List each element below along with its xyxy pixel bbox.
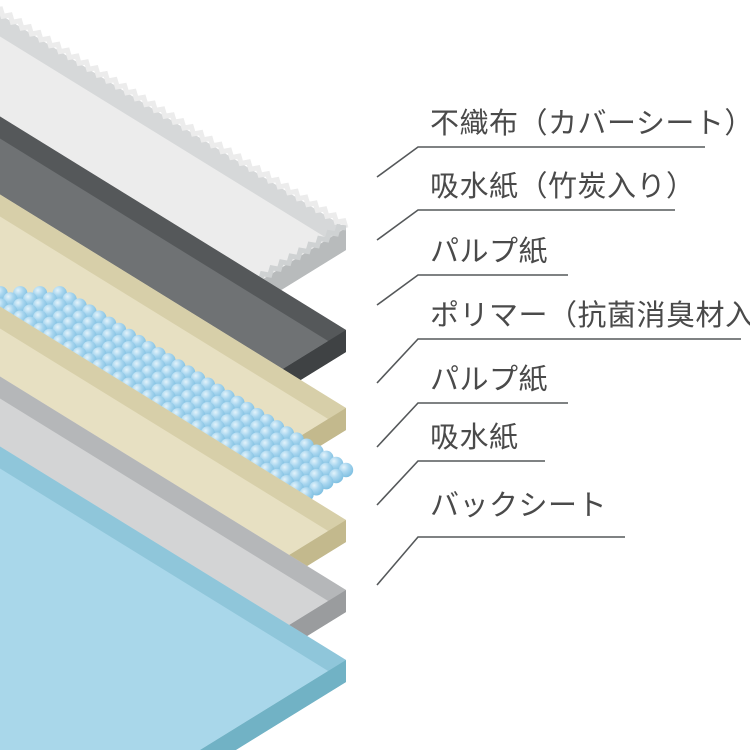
layer-stack xyxy=(0,6,354,750)
layer-label-6: バックシート xyxy=(430,490,607,522)
layer-label-4: パルプ紙 xyxy=(430,363,548,396)
layer-back-side-face xyxy=(0,306,346,542)
leader-line-3 xyxy=(376,338,741,384)
layer-label-0: 不織布（カバーシート） xyxy=(430,107,750,140)
leader-line-1 xyxy=(376,209,675,241)
serration-upper xyxy=(0,6,349,229)
layer-top-face xyxy=(0,446,346,750)
leader-line-4 xyxy=(376,402,568,448)
layer-back-side-face xyxy=(0,116,346,352)
leader-lines xyxy=(376,146,741,586)
layer-back-side-face xyxy=(0,14,346,250)
layer-back-side-face xyxy=(0,446,346,682)
layer-front-edge xyxy=(200,660,346,750)
layer-label-2: パルプ紙 xyxy=(430,235,548,268)
layer-back-side-face xyxy=(0,194,346,430)
leader-line-2 xyxy=(376,274,568,306)
leader-line-0 xyxy=(376,146,705,178)
layer-labels: 不織布（カバーシート）吸水紙（竹炭入り）パルプ紙ポリマー（抗菌消臭材入り）パルプ… xyxy=(430,107,750,522)
layer-label-1: 吸水紙（竹炭入り） xyxy=(430,170,696,203)
leader-line-5 xyxy=(376,460,545,506)
leader-line-6 xyxy=(376,536,625,586)
layer-back-side-face xyxy=(0,376,346,612)
layer-label-5: 吸水紙 xyxy=(430,421,519,454)
layer-label-3: ポリマー（抗菌消臭材入り） xyxy=(430,299,750,332)
layer-back-sheet xyxy=(0,446,346,750)
